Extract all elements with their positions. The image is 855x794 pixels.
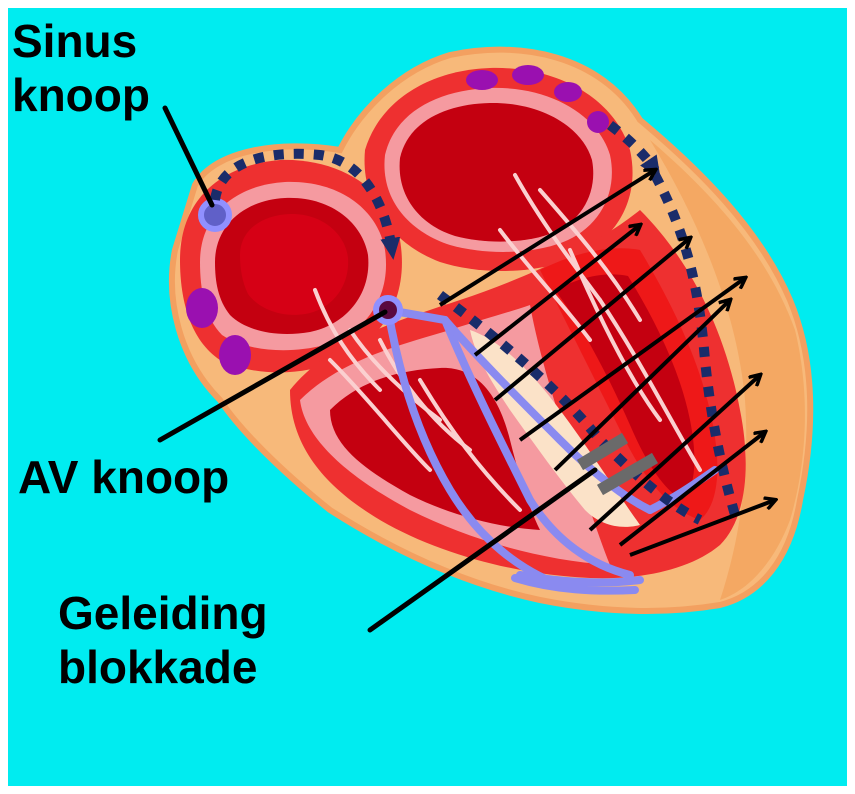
av-node-label: AV knoop: [18, 450, 229, 504]
conduction-block-label: Geleiding blokkade: [58, 586, 268, 694]
sinus-label-line1: Sinus: [12, 14, 150, 68]
av-label-text: AV knoop: [18, 450, 229, 504]
av-node: [376, 298, 400, 322]
block-label-line2: blokkade: [58, 640, 268, 694]
sinus-node: [201, 201, 229, 229]
sinus-node-label: Sinus knoop: [12, 14, 150, 122]
sinus-label-line2: knoop: [12, 68, 150, 122]
block-label-line1: Geleiding: [58, 586, 268, 640]
left-atrium-chamber-inner: [240, 214, 348, 315]
